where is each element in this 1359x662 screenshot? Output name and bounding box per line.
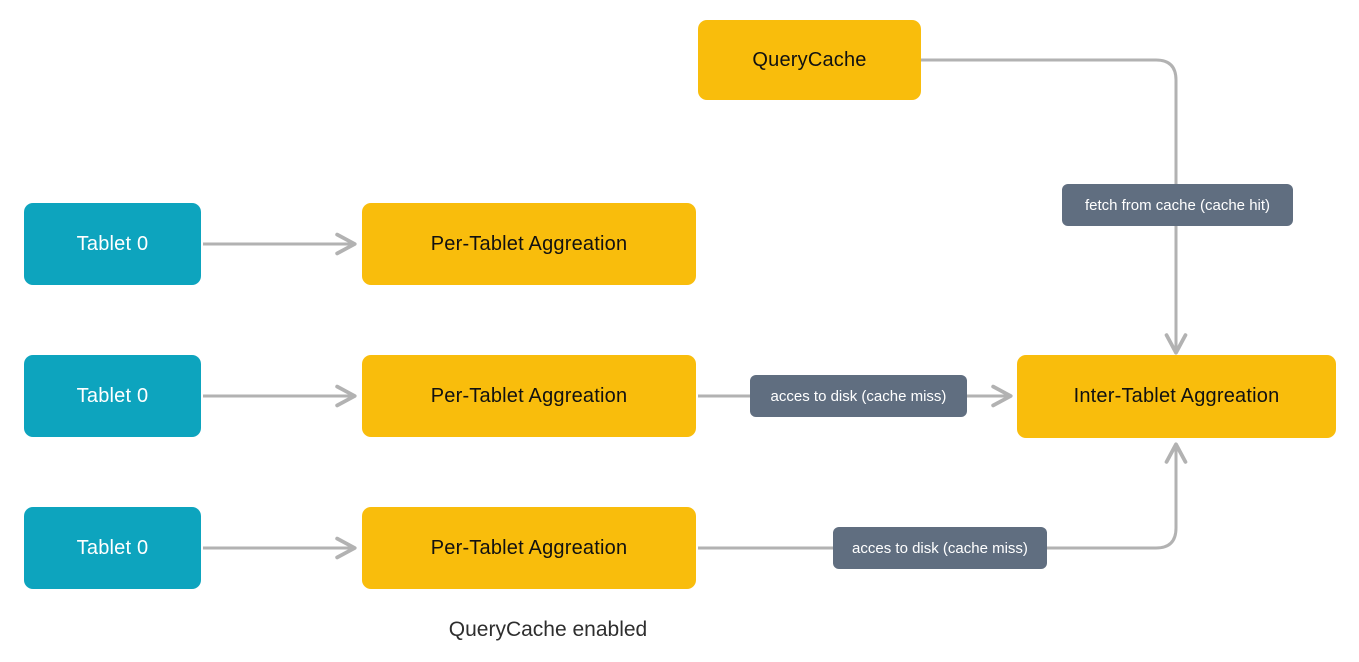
node-querycache: QueryCache: [698, 20, 921, 100]
node-pertablet-aggregation-3: Per-Tablet Aggreation: [362, 507, 696, 589]
edge-pertablet3-to-intertablet: [698, 442, 1188, 550]
edge-label-cache-hit-text: fetch from cache (cache hit): [1084, 196, 1271, 214]
edge-label-cache-miss-middle-text: acces to disk (cache miss): [770, 387, 947, 405]
node-tablet-1-label: Tablet 0: [76, 232, 149, 255]
node-intertablet-aggregation: Inter-Tablet Aggreation: [1017, 355, 1336, 438]
node-tablet-2-label: Tablet 0: [76, 384, 149, 407]
node-tablet-3: Tablet 0: [24, 507, 201, 589]
node-tablet-2: Tablet 0: [24, 355, 201, 437]
node-pertablet-aggregation-3-label: Per-Tablet Aggreation: [430, 536, 628, 559]
edge-label-cache-miss-middle: acces to disk (cache miss): [750, 375, 967, 417]
node-pertablet-aggregation-2-label: Per-Tablet Aggreation: [430, 384, 628, 407]
node-querycache-label: QueryCache: [752, 48, 867, 71]
edge-querycache-to-intertablet: [921, 58, 1188, 355]
diagram-caption: QueryCache enabled: [448, 618, 648, 641]
edge-label-cache-miss-bottom-text: acces to disk (cache miss): [852, 539, 1028, 557]
edge-label-cache-hit: fetch from cache (cache hit): [1062, 184, 1293, 226]
edge-label-cache-miss-bottom: acces to disk (cache miss): [833, 527, 1047, 569]
node-tablet-1: Tablet 0: [24, 203, 201, 285]
node-pertablet-aggregation-1: Per-Tablet Aggreation: [362, 203, 696, 285]
node-pertablet-aggregation-1-label: Per-Tablet Aggreation: [430, 232, 628, 255]
node-tablet-3-label: Tablet 0: [76, 536, 149, 559]
node-pertablet-aggregation-2: Per-Tablet Aggreation: [362, 355, 696, 437]
node-intertablet-aggregation-label: Inter-Tablet Aggreation: [1073, 385, 1280, 407]
